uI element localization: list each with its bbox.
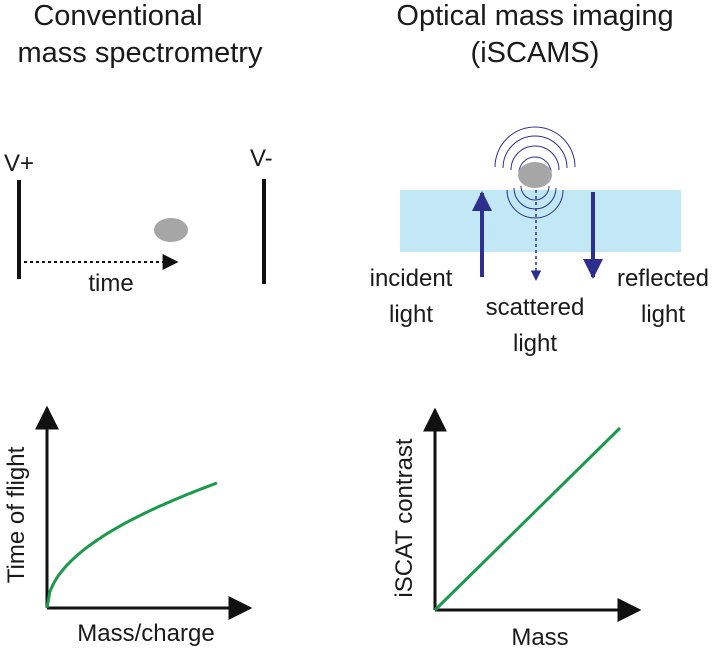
right-title-line2: (iSCAMS): [471, 37, 600, 69]
y-axis-label: iSCAT contrast: [391, 438, 418, 597]
right-title-line1: Optical mass imaging: [396, 0, 673, 32]
tof-curve: [45, 481, 218, 609]
iscat-curve: [433, 426, 622, 612]
reflected-light-label-line1: reflected: [617, 265, 709, 292]
ion-particle: [154, 218, 188, 242]
scattered-light-label-line1: scattered: [486, 294, 585, 321]
x-axis-label: Mass: [511, 624, 568, 650]
left-title-line2: mass spectrometry: [18, 37, 263, 69]
glass-coverslip: [400, 190, 681, 252]
incident-light-label-line2: light: [389, 301, 433, 328]
left-title-line1: Conventional: [33, 0, 202, 32]
reflected-light-label-line2: light: [641, 301, 685, 328]
positive-electrode-label: V+: [4, 150, 34, 177]
iscat-contrast-plot: iSCAT contrast Mass: [391, 407, 642, 650]
particle: [518, 162, 552, 188]
negative-electrode-label: V-: [250, 145, 273, 172]
y-axis-label: Time of flight: [3, 446, 30, 583]
scattered-light-label-line2: light: [513, 330, 557, 357]
incident-light-label-line1: incident: [370, 265, 453, 292]
time-label: time: [88, 270, 133, 297]
scattering-waves: [494, 126, 576, 219]
time-of-flight-plot: Time of flight Mass/charge: [3, 405, 253, 647]
x-axis-label: Mass/charge: [77, 620, 214, 647]
